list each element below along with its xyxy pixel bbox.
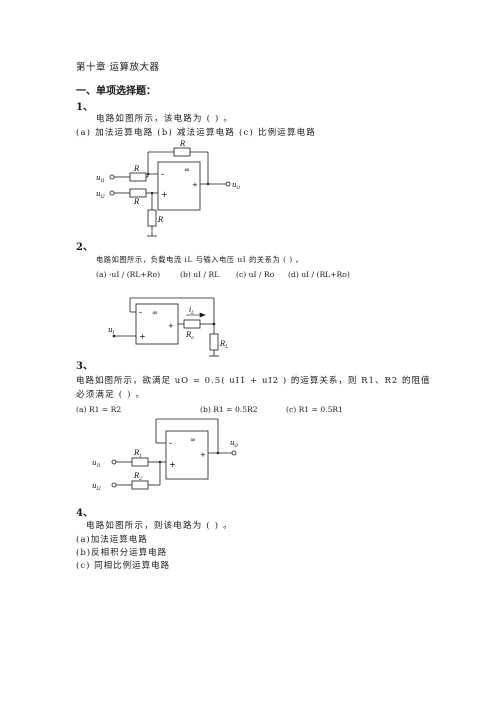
q1-output-plus: + bbox=[192, 181, 198, 189]
q1-stem: 电路如图所示，该电路为 ( ) 。 bbox=[96, 114, 234, 124]
q4-option-a: (a)加法运算电路 bbox=[76, 535, 148, 545]
q2-option-c: (c) uI / Ro bbox=[236, 270, 275, 279]
q1-r3-label: R bbox=[157, 216, 164, 224]
q1-r1-label: R bbox=[133, 165, 140, 173]
q2-load-current-label: iL bbox=[189, 306, 194, 315]
q1-input1-label: uI1 bbox=[96, 174, 105, 183]
q2-input-label: uI bbox=[108, 326, 115, 335]
q2-rl-label: RL bbox=[219, 340, 228, 349]
q3-option-a: (a) R1 = R2 bbox=[76, 405, 122, 414]
q1-circuit-diagram: R R R R uI1 uI2 uO - + ∞ + bbox=[96, 140, 241, 237]
q2-ro-label: Ro bbox=[185, 331, 194, 340]
q2-option-b: (b) uI / RL bbox=[180, 270, 220, 279]
q3-plus-sign: + bbox=[169, 460, 176, 469]
q2-option-d: (d) uI / (RL+Ro) bbox=[288, 270, 350, 279]
chapter-title: 第十章 运算放大器 bbox=[76, 62, 160, 73]
q3-stem-line1: 电路如图所示，欲满足 uO = 0.5( uI1 + uI2 ) 的运算关系，则… bbox=[76, 376, 431, 386]
q3-option-c: (c) R1 = 0.5R1 bbox=[286, 405, 343, 414]
q2-number: 2、 bbox=[76, 242, 93, 253]
q1-plus-sign: + bbox=[161, 190, 168, 199]
q3-infinity-symbol: ∞ bbox=[190, 436, 196, 444]
q3-output-label: uO bbox=[230, 439, 239, 448]
q1-input2-label: uI2 bbox=[96, 190, 105, 199]
q1-minus-sign: - bbox=[161, 170, 164, 180]
q1-rf-label: R bbox=[179, 140, 186, 148]
q2-minus-sign: - bbox=[139, 308, 142, 318]
q2-option-a: (a) -uI / (RL+Ro) bbox=[96, 270, 161, 279]
q3-number: 3、 bbox=[76, 361, 93, 372]
q3-r2-label: R2 bbox=[133, 472, 142, 481]
q2-plus-sign: + bbox=[139, 332, 146, 341]
section-heading: 一、单项选择题： bbox=[76, 86, 156, 97]
q2-infinity-symbol: ∞ bbox=[152, 309, 158, 317]
q3-output-plus: + bbox=[200, 451, 206, 459]
q1-options: (a) 加法运算电路 (b) 减法运算电路 (c) 比例运算电路 bbox=[76, 128, 317, 138]
q3-input1-label: uI1 bbox=[92, 459, 101, 468]
q1-number: 1、 bbox=[76, 102, 93, 113]
q1-r2-label: R bbox=[133, 198, 140, 206]
q3-circuit-diagram: R1 R2 uI1 uI2 uO - + ∞ + bbox=[92, 418, 239, 491]
q2-stem: 电路如图所示，负载电流 iL 与输入电压 uI 的关系为 ( ) 。 bbox=[96, 255, 304, 264]
q3-option-b: (b) R1 = 0.5R2 bbox=[200, 405, 258, 414]
q1-infinity-symbol: ∞ bbox=[184, 166, 190, 174]
q2-output-plus: + bbox=[168, 322, 174, 330]
q4-option-b: (b)反相积分运算电路 bbox=[76, 548, 168, 558]
q1-output-label: uO bbox=[232, 181, 241, 190]
q3-input2-label: uI2 bbox=[92, 482, 101, 491]
q4-stem: 电路如图所示，则该电路为 ( ) 。 bbox=[86, 521, 233, 531]
q4-option-c: (c) 同相比例运算电路 bbox=[76, 561, 171, 571]
q3-r1-label: R1 bbox=[133, 449, 142, 458]
q4-number: 4、 bbox=[76, 508, 93, 519]
q3-stem-line2: 必须满足 ( ) 。 bbox=[76, 390, 146, 400]
q2-circuit-diagram: uI iL Ro RL - + ∞ + bbox=[108, 297, 228, 357]
q3-minus-sign: - bbox=[169, 439, 172, 449]
